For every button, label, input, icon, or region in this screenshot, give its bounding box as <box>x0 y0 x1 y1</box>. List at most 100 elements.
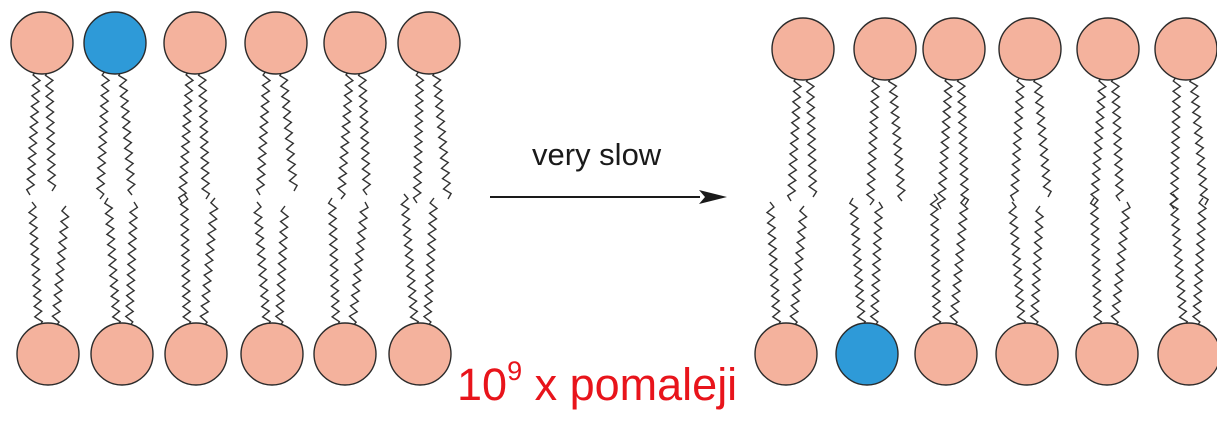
lipid <box>323 11 387 200</box>
lipid <box>998 17 1062 202</box>
lipid-head <box>853 17 917 81</box>
lipid <box>164 193 228 386</box>
lipid-tail <box>179 193 192 328</box>
lipid-tail <box>786 75 803 202</box>
lipid <box>244 11 308 196</box>
lipid-tail <box>789 205 808 328</box>
lipid-head <box>313 322 377 386</box>
membrane-after <box>754 17 1217 386</box>
lipid-tail <box>431 69 453 200</box>
lipid-tail <box>255 69 272 196</box>
lipid <box>313 197 377 386</box>
lipid-tail <box>197 69 211 200</box>
lipid-tail <box>949 197 969 328</box>
lipid-tail <box>274 205 290 328</box>
reaction-arrow <box>490 190 727 204</box>
lipid-tail <box>765 201 782 328</box>
lipid-tail <box>103 197 122 328</box>
lipid-tail <box>1110 201 1131 328</box>
arrow-label: very slow <box>532 137 662 172</box>
lipid <box>388 193 452 386</box>
lipid-tail <box>887 75 906 202</box>
lipid-tail <box>412 69 425 204</box>
caption-base: 10 <box>457 359 508 410</box>
lipid-head <box>163 11 227 75</box>
lipid-head <box>914 322 978 386</box>
lipid-tail <box>44 69 57 192</box>
lipid-head <box>164 322 228 386</box>
lipid <box>853 17 917 206</box>
lipid-head <box>771 17 835 81</box>
rate-caption: 109 x pomaleji <box>457 358 738 410</box>
lipid-head <box>323 11 387 75</box>
lipid-tail <box>278 69 299 192</box>
lipid-head <box>922 17 986 81</box>
lipid-head <box>754 322 818 386</box>
lipid-tail <box>956 75 970 206</box>
lipid-tail <box>1191 197 1208 328</box>
lipid-head <box>998 17 1062 81</box>
lipid <box>90 197 154 386</box>
lipid-tail <box>1032 75 1053 198</box>
lipid-tail <box>400 193 420 328</box>
lipid-tail <box>1008 201 1027 328</box>
lipid <box>1154 17 1217 210</box>
lipid-tail <box>1009 75 1026 202</box>
lipid-tail <box>124 201 139 328</box>
lipid-head <box>397 11 461 75</box>
lipid-tail <box>805 75 818 198</box>
marked-lipid <box>83 11 147 200</box>
lipid-tail <box>1169 193 1189 328</box>
lipid-tail <box>253 201 272 328</box>
lipid <box>397 11 461 204</box>
lipid-tail <box>848 197 867 328</box>
lipid <box>163 11 227 204</box>
lipid-head <box>1154 17 1217 81</box>
lipid-tail <box>1089 197 1103 328</box>
lipid <box>16 201 80 386</box>
lipid-tail <box>51 205 70 328</box>
lipid <box>771 17 835 202</box>
lipid-tail <box>117 69 136 196</box>
lipid-head <box>1157 322 1217 386</box>
marked-lipid <box>835 197 899 386</box>
lipid-tail <box>936 75 954 210</box>
marked-lipid-head <box>83 11 147 75</box>
lipid-tail <box>929 193 942 328</box>
lipid <box>1076 17 1140 206</box>
lipid <box>754 201 818 386</box>
lipid-tail <box>95 69 111 200</box>
lipid <box>240 201 304 386</box>
lipid-head <box>240 322 304 386</box>
lipid-tail <box>25 69 42 196</box>
lipid <box>995 201 1059 386</box>
lipid-tail <box>357 69 372 196</box>
lipid-tail <box>1029 205 1045 328</box>
lipid-tail <box>336 69 355 200</box>
lipid-tail <box>199 197 219 328</box>
membrane-before <box>10 11 461 386</box>
marked-lipid-head <box>835 322 899 386</box>
lipid-tail <box>1188 75 1210 206</box>
lipid-tail <box>327 197 341 328</box>
lipid-head <box>16 322 80 386</box>
lipid <box>914 193 978 386</box>
lipid-head <box>995 322 1059 386</box>
lipid-tail <box>422 197 439 328</box>
caption-exponent: 9 <box>507 356 523 386</box>
caption-rest: x pomaleji <box>522 359 738 410</box>
lipid-tail <box>27 201 44 328</box>
lipid-head <box>244 11 308 75</box>
lipid-head <box>388 322 452 386</box>
lipid-head <box>90 322 154 386</box>
lipid-tail <box>1110 75 1125 202</box>
lipid-head <box>10 11 74 75</box>
lipid-tail <box>869 201 884 328</box>
lipid <box>10 11 74 196</box>
lipid-head <box>1075 322 1139 386</box>
lipid-tail <box>348 201 369 328</box>
lipid-head <box>1076 17 1140 81</box>
lipid <box>922 17 986 210</box>
lipid <box>1075 197 1139 386</box>
